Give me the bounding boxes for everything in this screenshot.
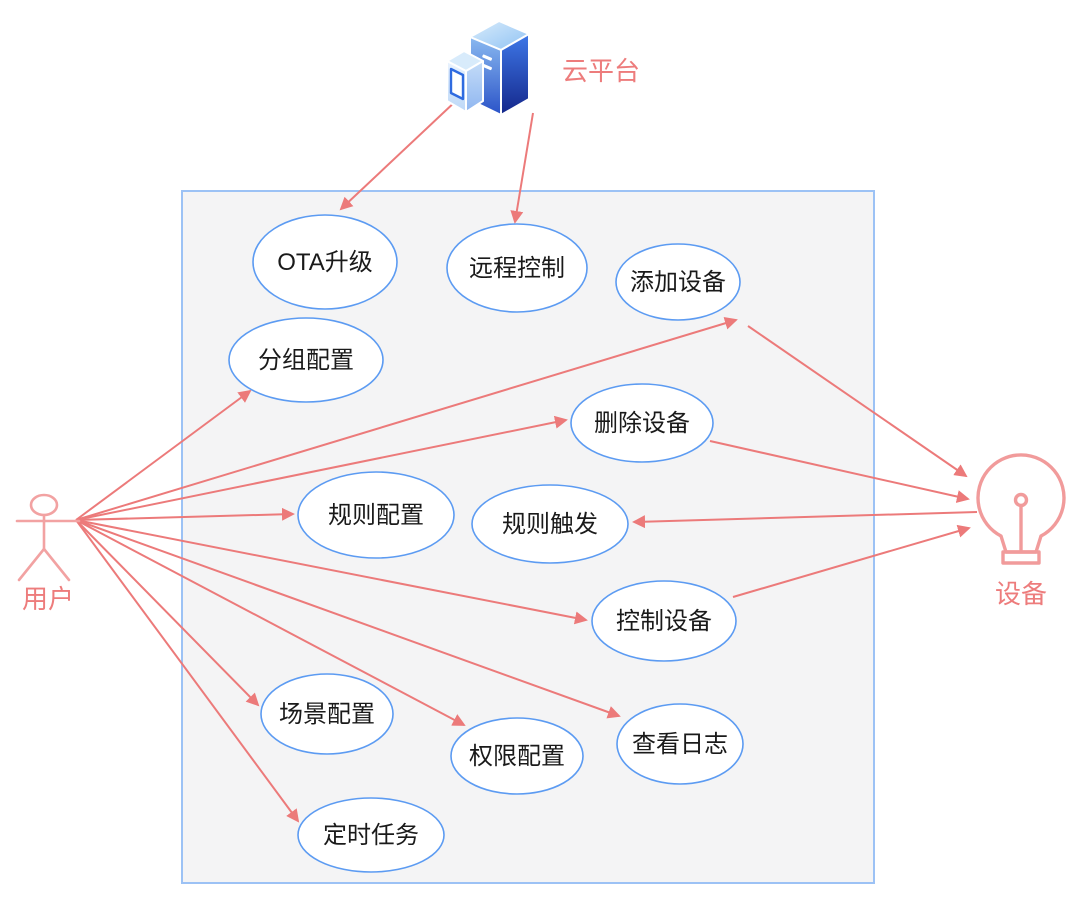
usecase-ellipse — [297, 797, 445, 873]
cloud-platform-label: 云平台 — [562, 56, 640, 86]
usecase-group-config: 分组配置 — [228, 317, 384, 403]
usecase-nodes: OTA升级 远程控制 添加设备 分组配置 删除设备 规则配置 规则触发 控制设 — [228, 214, 744, 873]
edge-user-to-scheduled-tasks — [75, 519, 300, 823]
usecase-ellipse — [471, 484, 629, 564]
usecase-label: 分组配置 — [258, 347, 354, 374]
usecase-rule-config: 规则配置 — [297, 471, 455, 559]
person-icon — [15, 493, 81, 582]
edge-user-to-permission-config — [75, 519, 466, 726]
edge-user-to-rule-config — [75, 507, 295, 521]
usecase-delete-device: 删除设备 — [570, 383, 714, 463]
edge-control-device-to-device — [732, 524, 971, 598]
usecase-ellipse — [260, 673, 394, 755]
usecase-view-logs: 查看日志 — [616, 703, 744, 785]
usecase-label: 定时任务 — [323, 822, 419, 849]
device-label: 设备 — [995, 579, 1047, 609]
usecase-control-device: 控制设备 — [591, 580, 737, 662]
usecase-scene-config: 场景配置 — [260, 673, 394, 755]
edge-cloud-to-ota — [339, 98, 459, 211]
user-label: 用户 — [22, 584, 74, 614]
usecase-ellipse — [252, 214, 398, 310]
usecase-add-device: 添加设备 — [615, 243, 741, 321]
usecase-label: OTA升级 — [277, 249, 373, 276]
edges — [75, 98, 978, 823]
lightbulb-icon — [976, 453, 1066, 565]
usecase-scheduled-tasks: 定时任务 — [297, 797, 445, 873]
usecase-rule-trigger: 规则触发 — [471, 484, 629, 564]
usecase-label: 规则触发 — [502, 511, 598, 538]
usecase-ellipse — [450, 717, 584, 795]
usecase-ellipse — [615, 243, 741, 321]
usecase-ota-upgrade: OTA升级 — [252, 214, 398, 310]
usecase-label: 规则配置 — [328, 502, 424, 529]
usecase-permission-config: 权限配置 — [450, 717, 584, 795]
edge-user-to-delete-device — [75, 415, 568, 521]
edge-user-to-control-device — [75, 519, 588, 625]
usecase-label: 权限配置 — [469, 743, 565, 770]
actor-device: 设备 — [976, 453, 1066, 609]
edge-device-to-rule-trigger — [632, 511, 978, 529]
usecase-remote-control: 远程控制 — [446, 223, 588, 313]
usecase-label: 添加设备 — [630, 269, 726, 296]
server-icon — [446, 20, 530, 116]
edge-user-to-add-device — [75, 316, 738, 521]
usecase-label: 场景配置 — [279, 701, 375, 728]
edge-user-to-scene-config — [75, 519, 260, 707]
actor-cloud-platform: 云平台 — [446, 20, 640, 116]
edge-user-to-view-logs — [75, 519, 621, 719]
usecase-label: 远程控制 — [469, 255, 565, 282]
usecase-label: 查看日志 — [632, 731, 728, 758]
usecase-ellipse — [616, 703, 744, 785]
edge-cloud-to-remote-control — [510, 112, 534, 224]
usecase-ellipse — [446, 223, 588, 313]
edge-add-device-to-device — [747, 325, 968, 478]
usecase-ellipse — [570, 383, 714, 463]
actor-user: 用户 — [15, 493, 81, 614]
edge-user-to-group-config — [75, 389, 252, 521]
usecase-label: 删除设备 — [594, 410, 690, 437]
usecase-ellipse — [297, 471, 455, 559]
edge-delete-device-to-device — [709, 440, 970, 503]
usecase-label: 控制设备 — [616, 608, 712, 635]
usecase-ellipse — [228, 317, 384, 403]
usecase-ellipse — [591, 580, 737, 662]
